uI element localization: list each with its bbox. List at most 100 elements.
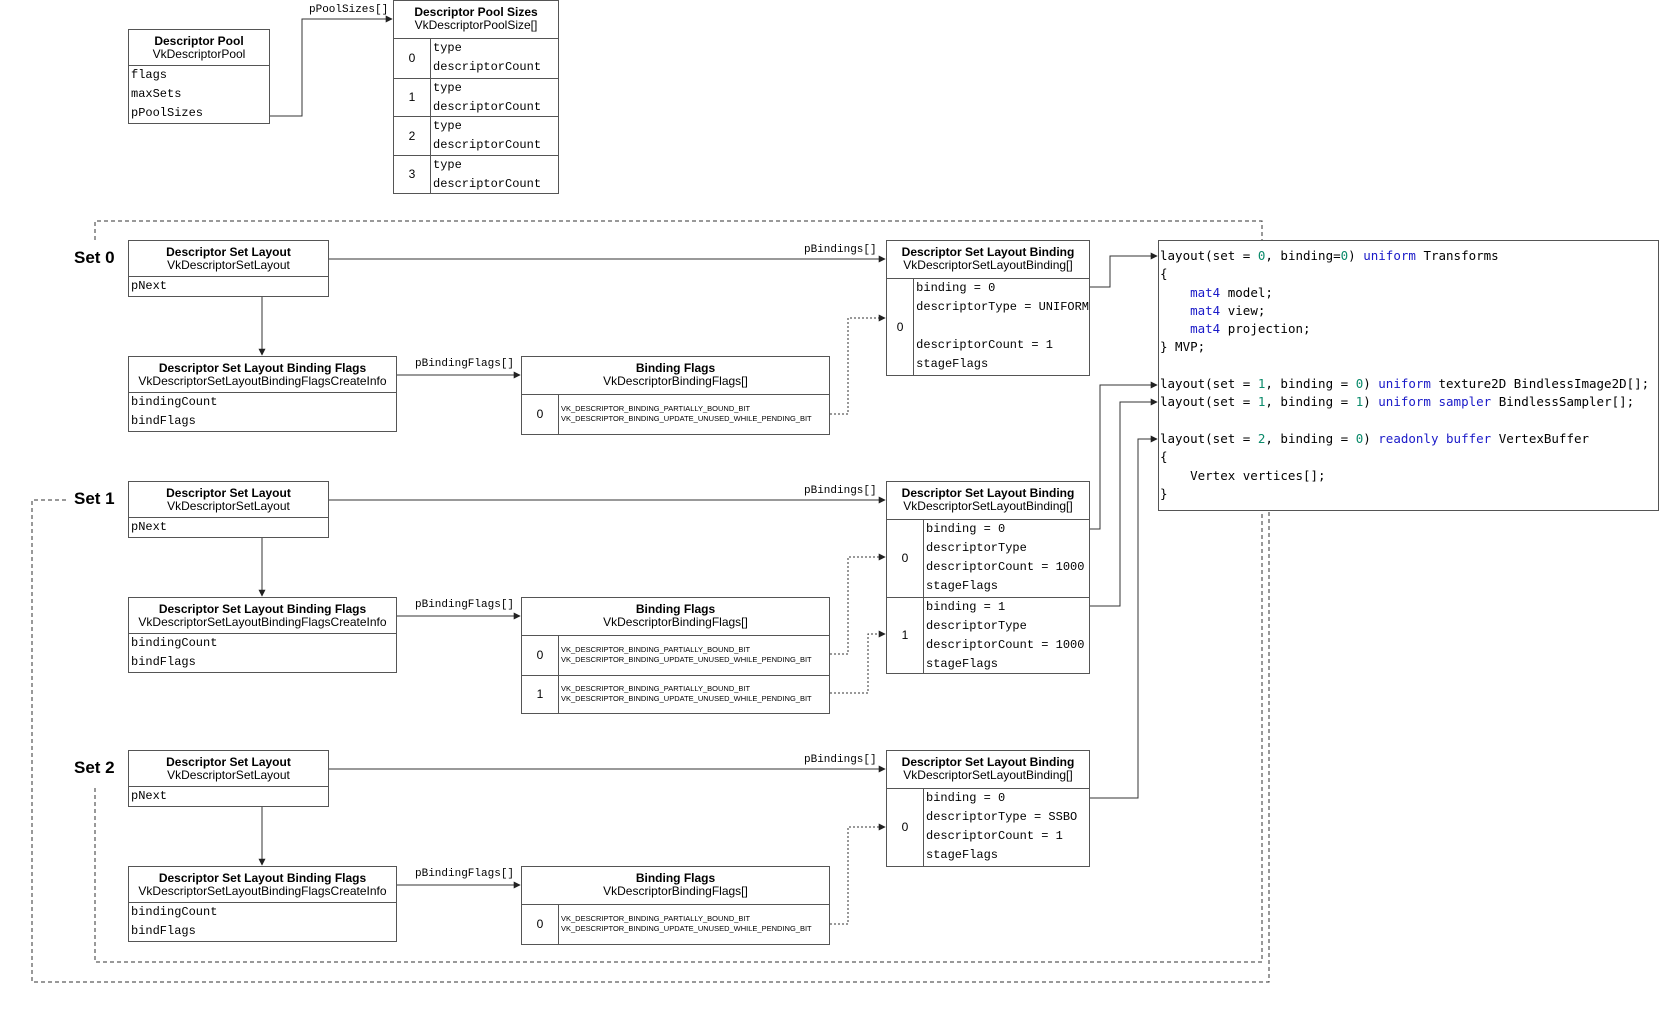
- code-token: mat4: [1190, 284, 1221, 300]
- box-type: VkDescriptorSetLayoutBinding[]: [903, 499, 1073, 513]
- field-label: pNext: [131, 520, 168, 534]
- box-type: VkDescriptorPool: [152, 47, 246, 61]
- code-token: ): [1363, 394, 1379, 410]
- field-label: bindFlags: [131, 655, 196, 669]
- row-index: 0: [394, 39, 431, 78]
- field-label: descriptorType = SSBO: [926, 810, 1078, 824]
- shader-code-block: layout(set = 0, binding=0) uniform Trans…: [1158, 240, 1659, 511]
- code-line: layout(set = 1, binding = 0) uniform tex…: [1159, 375, 1658, 393]
- edge-label: pBindingFlags[]: [415, 868, 515, 880]
- code-token: [1439, 431, 1447, 446]
- flag-bits: VK_DESCRIPTOR_BINDING_PARTIALLY_BOUND_BI…: [559, 395, 829, 434]
- field-label: bindingCount: [131, 395, 218, 409]
- field-label: type: [433, 80, 462, 95]
- box-type: VkDescriptorSetLayout: [167, 258, 290, 272]
- field-label: binding = 1: [926, 599, 1006, 614]
- field-label: type: [433, 157, 462, 172]
- flag-to-binding-link: [830, 553, 886, 655]
- code-token: 1: [1355, 394, 1364, 410]
- box-type: VkDescriptorSetLayout: [167, 499, 290, 513]
- field-label: pNext: [131, 789, 168, 803]
- code-token: ): [1363, 376, 1379, 392]
- flag-bits: VK_DESCRIPTOR_BINDING_PARTIALLY_BOUND_BI…: [559, 905, 829, 944]
- code-token: 1: [1257, 376, 1266, 392]
- code-token: texture2D BindlessImage2D[];: [1430, 376, 1650, 392]
- row-index: 1: [887, 597, 924, 673]
- box-type: VkDescriptorSetLayoutBinding[]: [903, 258, 1073, 272]
- edge-label: pBindings[]: [804, 244, 877, 256]
- code-line: layout(set = 0, binding=0) uniform Trans…: [1159, 247, 1658, 265]
- code-token: [1160, 321, 1190, 336]
- box-title: Descriptor Pool Sizes: [414, 5, 538, 19]
- field-label: stageFlags: [926, 579, 999, 593]
- edge-label: pBindingFlags[]: [415, 599, 515, 611]
- box-title: Descriptor Set Layout Binding Flags: [158, 361, 367, 375]
- code-token: , binding =: [1265, 376, 1356, 392]
- box-type: VkDescriptorPoolSize[]: [414, 18, 538, 32]
- code-line: }: [1159, 485, 1658, 503]
- flag-bit-label: VK_DESCRIPTOR_BINDING_UPDATE_UNUSED_WHIL…: [561, 924, 812, 934]
- code-line: Vertex vertices[];: [1159, 467, 1658, 485]
- flag-to-binding-link: [830, 823, 886, 925]
- code-line: mat4 model;: [1159, 284, 1658, 302]
- code-line: mat4 view;: [1159, 302, 1658, 320]
- code-token: layout(set =: [1160, 376, 1258, 392]
- box-title: Descriptor Set Layout Binding: [901, 245, 1075, 259]
- box-type: VkDescriptorSetLayoutBindingFlagsCreateI…: [138, 374, 387, 388]
- box-type: VkDescriptorBindingFlags[]: [603, 374, 748, 388]
- set-label: Set 1: [74, 489, 115, 508]
- code-token: , binding =: [1265, 430, 1356, 446]
- row-index: 1: [394, 78, 431, 116]
- box-title: Binding Flags: [635, 361, 716, 375]
- pnext-connector: [175, 528, 266, 597]
- edge-label: pPoolSizes[]: [309, 4, 389, 16]
- field-label: descriptorCount: [433, 60, 542, 74]
- code-token: 0: [1355, 430, 1364, 446]
- box-title: Descriptor Set Layout Binding Flags: [158, 871, 367, 885]
- box-type: VkDescriptorSetLayout: [167, 768, 290, 782]
- field-label: binding = 0: [926, 791, 1006, 805]
- box-title: Descriptor Set Layout Binding: [901, 486, 1075, 500]
- flag-to-binding-link: [830, 314, 886, 415]
- field-label: type: [433, 41, 462, 55]
- field-label: binding = 0: [916, 281, 996, 295]
- code-token: 0: [1257, 248, 1266, 263]
- code-token: [1431, 394, 1439, 409]
- row-index: 0: [522, 905, 559, 944]
- code-token: uniform: [1378, 394, 1431, 410]
- code-line: mat4 projection;: [1159, 320, 1658, 338]
- set-label: Set 0: [74, 248, 115, 267]
- code-token: view;: [1220, 302, 1266, 318]
- pnext-connector: [175, 797, 266, 866]
- code-line: [1159, 412, 1658, 430]
- code-token: model;: [1220, 284, 1273, 300]
- box-title: Descriptor Set Layout: [166, 245, 291, 259]
- flag-bit-label: VK_DESCRIPTOR_BINDING_PARTIALLY_BOUND_BI…: [561, 645, 751, 655]
- code-token: 1: [1257, 394, 1266, 410]
- code-token: layout(set =: [1160, 394, 1258, 410]
- box-title: Descriptor Set Layout: [166, 755, 291, 769]
- field-label: descriptorCount: [433, 138, 542, 152]
